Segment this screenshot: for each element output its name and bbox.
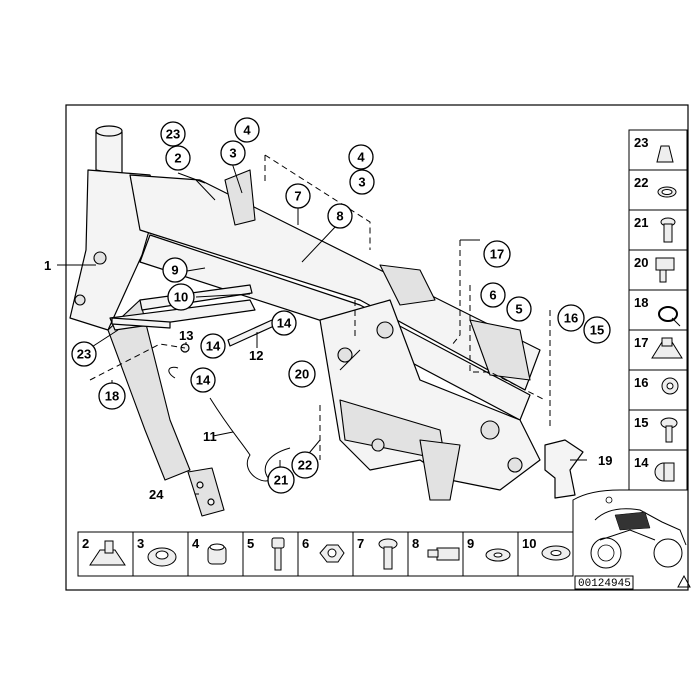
svg-text:23: 23	[634, 135, 648, 150]
svg-text:14: 14	[634, 455, 649, 470]
callout-11: 11	[203, 429, 217, 444]
callout-23-left: 23	[71, 341, 97, 367]
callout-8: 8	[327, 203, 353, 229]
legend-item-4: 4	[187, 531, 244, 577]
legend-item-20: 20	[628, 249, 688, 291]
svg-text:14: 14	[206, 339, 221, 354]
legend-item-21: 21	[628, 209, 688, 251]
legend-item-7: 7	[352, 531, 409, 577]
svg-text:15: 15	[590, 323, 604, 338]
svg-text:23: 23	[77, 347, 91, 362]
svg-text:3: 3	[229, 146, 236, 161]
callout-5: 5	[506, 296, 532, 322]
legend-item-2: 2	[77, 531, 134, 577]
svg-text:2: 2	[174, 151, 181, 166]
callout-20: 20	[288, 360, 316, 388]
legend-item-8: 8	[407, 531, 464, 577]
legend-item-18: 18	[628, 289, 688, 331]
callout-16: 16	[557, 304, 585, 332]
diagram-border	[65, 104, 689, 591]
svg-text:4: 4	[192, 536, 200, 551]
callout-22: 22	[291, 451, 319, 479]
legend-item-14: 14	[628, 449, 688, 491]
legend-item-6: 6	[297, 531, 354, 577]
callout-14-c: 14	[190, 367, 216, 393]
svg-text:2: 2	[82, 536, 89, 551]
callout-1: 1	[44, 258, 51, 273]
warning-triangle-icon	[677, 574, 691, 588]
svg-text:3: 3	[137, 536, 144, 551]
callout-24: 24	[149, 487, 164, 502]
svg-text:18: 18	[105, 389, 119, 404]
legend-item-22: 22	[628, 169, 688, 211]
legend-item-5: 5	[242, 531, 299, 577]
svg-text:22: 22	[298, 458, 312, 473]
svg-text:5: 5	[515, 302, 522, 317]
callout-19: 19	[598, 453, 612, 468]
callout-3-left: 3	[220, 140, 246, 166]
legend-item-3: 3	[132, 531, 189, 577]
svg-text:9: 9	[171, 263, 178, 278]
svg-text:20: 20	[295, 367, 309, 382]
side-legend: 23 22 21 20 18 17	[628, 129, 688, 491]
svg-text:8: 8	[412, 536, 419, 551]
legend-item-23: 23	[628, 129, 688, 171]
callout-9: 9	[162, 257, 188, 283]
motorcycle-frame-drawing	[69, 125, 584, 517]
legend-item-17: 17	[628, 329, 688, 371]
svg-text:17: 17	[634, 335, 648, 350]
callout-4-left: 4	[234, 117, 260, 143]
svg-text:4: 4	[357, 150, 365, 165]
svg-text:14: 14	[277, 316, 292, 331]
motorcycle-thumbnail-icon	[572, 489, 688, 575]
callout-6: 6	[480, 282, 506, 308]
svg-text:16: 16	[634, 375, 648, 390]
svg-text:14: 14	[196, 373, 211, 388]
svg-text:20: 20	[634, 255, 648, 270]
svg-text:6: 6	[302, 536, 309, 551]
callout-15: 15	[583, 316, 611, 344]
callouts: 1 23 2 4 3 4 3 7 8	[44, 117, 612, 502]
svg-text:15: 15	[634, 415, 648, 430]
svg-text:21: 21	[634, 215, 648, 230]
callout-14-a: 14	[271, 310, 297, 336]
callout-21: 21	[267, 466, 295, 494]
callout-23-top: 23	[160, 121, 186, 147]
svg-text:18: 18	[634, 295, 648, 310]
diagram-id-label: 00124945	[574, 575, 634, 590]
svg-text:10: 10	[522, 536, 536, 551]
svg-text:10: 10	[174, 290, 188, 305]
callout-12: 12	[249, 348, 263, 363]
svg-text:7: 7	[357, 536, 364, 551]
svg-text:9: 9	[467, 536, 474, 551]
bottom-legend: 2 3 4 5 6 7	[77, 531, 574, 577]
callout-7: 7	[285, 183, 311, 209]
legend-item-10: 10	[517, 531, 574, 577]
svg-text:6: 6	[489, 288, 496, 303]
svg-text:21: 21	[274, 473, 288, 488]
svg-text:5: 5	[247, 536, 254, 551]
legend-item-9: 9	[462, 531, 519, 577]
callout-17: 17	[483, 240, 511, 268]
svg-text:17: 17	[490, 247, 504, 262]
svg-text:8: 8	[336, 209, 343, 224]
svg-text:23: 23	[166, 127, 180, 142]
callout-13: 13	[179, 328, 193, 343]
callout-10: 10	[167, 283, 195, 311]
callout-4-right: 4	[348, 144, 374, 170]
svg-text:22: 22	[634, 175, 648, 190]
svg-text:00124945: 00124945	[578, 578, 631, 590]
svg-text:16: 16	[564, 311, 578, 326]
callout-2: 2	[165, 145, 191, 171]
callout-14-b: 14	[200, 333, 226, 359]
legend-item-15: 15	[628, 409, 688, 451]
svg-text:7: 7	[294, 189, 301, 204]
legend-item-16: 16	[628, 369, 688, 411]
callout-3-right: 3	[349, 169, 375, 195]
svg-text:3: 3	[358, 175, 365, 190]
callout-18: 18	[98, 382, 126, 410]
svg-text:4: 4	[243, 123, 251, 138]
